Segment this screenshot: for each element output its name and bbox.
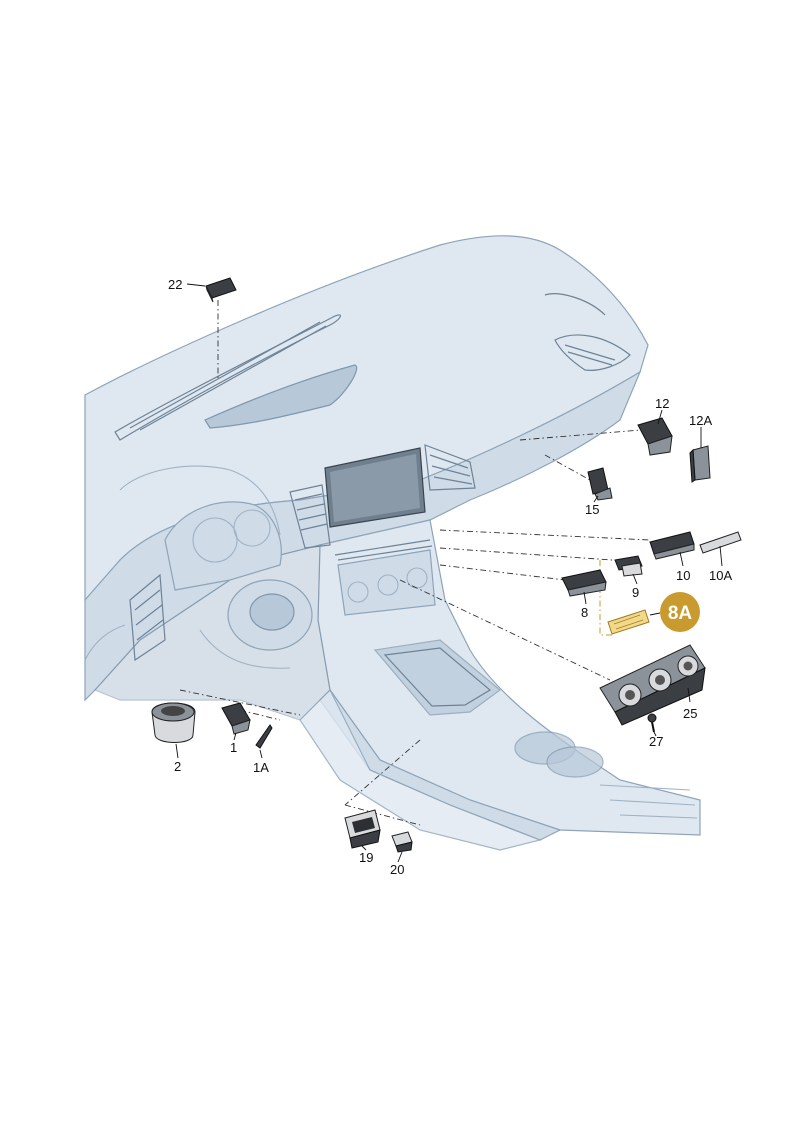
part-9 xyxy=(614,555,643,577)
callout-2: 2 xyxy=(174,759,181,774)
part-2 xyxy=(151,702,196,743)
callout-12: 12 xyxy=(655,396,669,411)
callout-leaders xyxy=(175,283,723,863)
part-1 xyxy=(221,702,251,735)
part-1a xyxy=(255,724,273,749)
part-12a xyxy=(689,445,711,483)
badge-8a xyxy=(660,592,700,632)
part-22 xyxy=(205,277,237,303)
dashboard-illustration xyxy=(84,235,701,851)
callout-25: 25 xyxy=(683,706,697,721)
part-12 xyxy=(637,417,673,456)
part-20 xyxy=(391,831,413,853)
callout-22: 22 xyxy=(168,277,182,292)
callout-labels: 22 12 12A 15 10 10A 9 8 8A 25 27 2 1 1A … xyxy=(168,277,732,877)
callout-9: 9 xyxy=(632,585,639,600)
part-27 xyxy=(647,713,657,733)
part-25 xyxy=(599,644,706,726)
callout-8a: 8A xyxy=(668,603,693,624)
part-15 xyxy=(587,467,613,501)
leader-lines xyxy=(179,300,651,826)
callout-1: 1 xyxy=(230,740,237,755)
callout-1a: 1A xyxy=(253,760,269,775)
callout-10: 10 xyxy=(676,568,690,583)
callout-27: 27 xyxy=(649,734,663,749)
part-8a xyxy=(607,609,650,635)
callout-8: 8 xyxy=(581,605,588,620)
callout-10a: 10A xyxy=(709,568,732,583)
part-10 xyxy=(649,531,695,560)
callout-20: 20 xyxy=(390,862,404,877)
part-8 xyxy=(561,569,607,597)
callout-12a: 12A xyxy=(689,413,712,428)
callout-15: 15 xyxy=(585,502,599,517)
part-10a xyxy=(699,531,742,554)
callout-19: 19 xyxy=(359,850,373,865)
part-19 xyxy=(344,809,381,849)
